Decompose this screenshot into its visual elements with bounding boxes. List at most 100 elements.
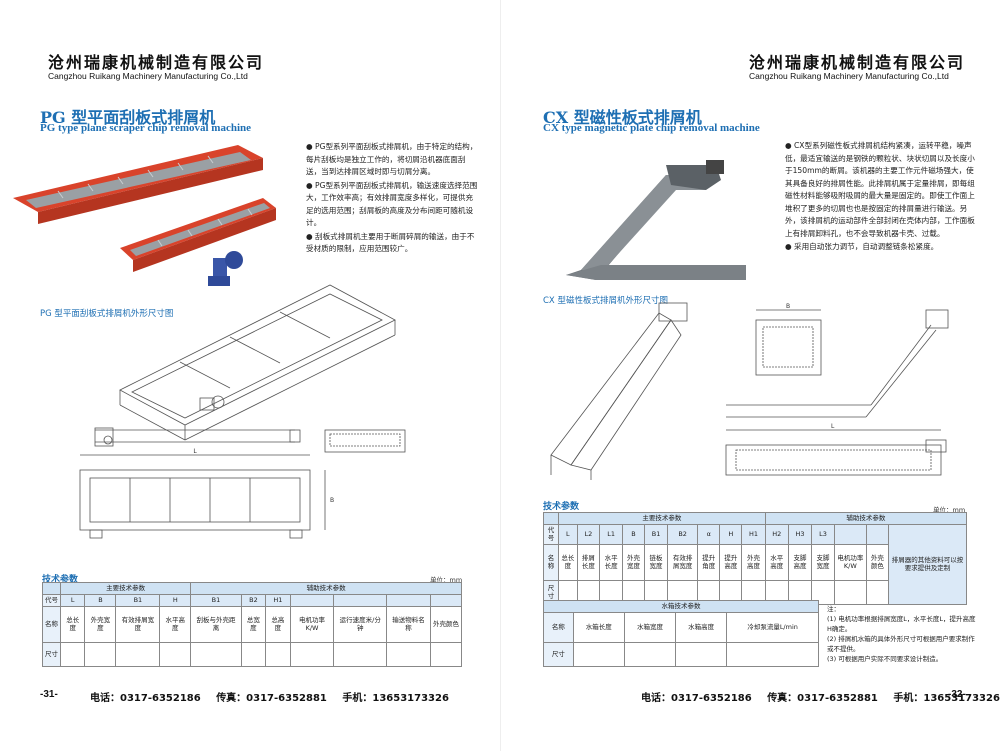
pg-machine-back — [13, 145, 263, 224]
svg-text:L: L — [193, 448, 197, 455]
table-cell: 外壳宽度 — [84, 605, 117, 643]
table-cell: B1 — [644, 523, 669, 545]
table-cell — [190, 641, 242, 668]
cx-front-view: B — [755, 303, 822, 376]
table-cell: 提升高度 — [719, 543, 743, 581]
pg-plan-view: L B — [79, 448, 334, 539]
page-number: -32- — [948, 689, 966, 700]
table-cell — [59, 641, 86, 668]
note-item: (3) 可根据用户实际不同要求设计制造。 — [827, 655, 943, 663]
table-cell — [865, 579, 890, 605]
table-cell: H1 — [741, 523, 766, 545]
phone-number: 电话：0317-6352186 — [90, 693, 201, 704]
table-cell — [159, 641, 192, 668]
table-cell — [386, 594, 431, 607]
table-cell — [333, 641, 388, 668]
pg-machine-photo — [13, 145, 276, 286]
table-cell — [115, 641, 161, 668]
table-cell: L — [558, 523, 578, 545]
pg-group-aux: 辅助技术参数 — [190, 581, 462, 596]
table-cell: 支脚高度 — [787, 543, 813, 581]
table-cell: H1 — [265, 594, 291, 607]
table-cell: 电机功率K/W — [833, 543, 867, 581]
table-cell: B2 — [667, 523, 699, 545]
table-cell: B — [621, 523, 646, 545]
table-cell — [386, 641, 431, 668]
company-name-cn: 沧州瑞康机械制造有限公司 — [749, 53, 966, 72]
notes-title: 注： — [827, 605, 840, 613]
tank-size-label: 尺寸 — [543, 642, 574, 667]
table-cell: 总长度 — [59, 605, 86, 643]
mobile-number: 手机：13653173326 — [342, 693, 449, 704]
company-name-en: Cangzhou Ruikang Machinery Manufacturing… — [48, 71, 248, 81]
table-cell: 外壳颜色 — [865, 543, 890, 581]
left-page: 沧州瑞康机械制造有限公司 Cangzhou Ruikang Machinery … — [13, 53, 478, 704]
table-cell: B2 — [240, 594, 267, 607]
pg-side-view — [94, 427, 406, 453]
table-cell: 外壳宽度 — [621, 543, 646, 581]
table-cell: 水箱宽度 — [623, 612, 677, 643]
cx-desc-item: ●采用自动张力调节，自动调整链条松紧度。 — [785, 242, 939, 251]
pg-name-label: 名称 — [42, 605, 61, 643]
table-cell: 刮板与外壳距离 — [190, 605, 242, 643]
table-cell — [429, 594, 463, 607]
table-cell: 总宽度 — [240, 605, 267, 643]
mobile-number: 手机：13653173326 — [893, 693, 1000, 704]
pg-technical-drawing: L B — [79, 284, 406, 539]
cx-technical-drawing: B L — [550, 302, 949, 480]
table-cell: 水平高度 — [159, 605, 192, 643]
table-cell — [865, 523, 890, 545]
tank-name-label: 名称 — [543, 612, 574, 643]
cx-description: ●CX型系列磁性板式排屑机结构紧凑，运转平稳，噪声低，最适宜输送的是钢铁的颗粒状… — [785, 140, 981, 255]
table-cell — [333, 594, 388, 607]
product-title-cn: CX 型磁性板式排屑机 — [543, 108, 702, 127]
right-page: 沧州瑞康机械制造有限公司 Cangzhou Ruikang Machinery … — [500, 0, 1000, 751]
cx-isometric-view — [550, 302, 688, 480]
table-cell — [240, 641, 267, 668]
pg-spec-table: 主要技术参数 辅助技术参数 代号 L B B1 H B1 B2 H1 名称 总长… — [42, 581, 463, 668]
contact-info: 电话：0317-6352186 传真：0317-6352881 手机：13653… — [641, 689, 1000, 704]
cx-notes: 注： (1) 电机功率根据排屑宽度L，水平长度L，提升高度H确定。 (2) 排屑… — [827, 604, 977, 664]
table-cell — [542, 512, 560, 525]
table-cell: 运行速度米/分钟 — [333, 605, 388, 643]
product-title-cn: PG 型平面刮板式排屑机 — [40, 108, 216, 127]
table-cell: 水平长度 — [599, 543, 623, 581]
fax-number: 传真：0317-6352881 — [767, 693, 878, 704]
cx-tank-title: 水箱技术参数 — [543, 600, 819, 613]
table-cell — [289, 594, 335, 607]
table-cell: H — [719, 523, 743, 545]
table-cell: 冷却泵流量L/min — [726, 612, 819, 643]
pg-spec-title: 技术参数 — [42, 575, 79, 585]
table-cell — [265, 641, 291, 668]
table-cell: B — [84, 594, 117, 607]
table-cell — [429, 641, 463, 668]
table-cell: B1 — [115, 594, 161, 607]
table-cell: H3 — [787, 523, 813, 545]
phone-number: 电话：0317-6352186 — [641, 693, 752, 704]
table-cell: 排屑长度 — [576, 543, 601, 581]
table-cell — [42, 581, 61, 596]
table-cell — [623, 642, 677, 667]
table-cell: L3 — [811, 523, 835, 545]
table-cell — [726, 642, 819, 667]
table-cell: 总长度 — [558, 543, 578, 581]
page-number: -31- — [40, 689, 58, 700]
cx-code-label: 代号 — [542, 523, 560, 545]
table-cell — [572, 642, 625, 667]
table-cell: 有效排屑宽度 — [667, 543, 699, 581]
table-cell: H2 — [764, 523, 789, 545]
cx-size-label: 尺寸 — [542, 579, 560, 605]
cx-desc-item: ●CX型系列磁性板式排屑机结构紧凑，运转平稳，噪声低，最适宜输送的是钢铁的颗粒状… — [785, 141, 975, 238]
fax-number: 传真：0317-6352881 — [216, 693, 327, 704]
contact-info: 电话：0317-6352186 传真：0317-6352881 手机：13653… — [90, 689, 461, 704]
pg-machine-front — [120, 198, 276, 286]
cx-name-label: 名称 — [542, 543, 560, 581]
table-cell: 提升角度 — [697, 543, 721, 581]
table-cell: H — [159, 594, 192, 607]
note-item: (1) 电机功率根据排屑宽度L，水平长度L，提升高度H确定。 — [827, 615, 976, 633]
table-cell: 外壳颜色 — [429, 605, 463, 643]
table-cell: 总高度 — [265, 605, 291, 643]
table-cell: L1 — [599, 523, 623, 545]
cx-spec-table: 主要技术参数 辅助技术参数 代号 L L2 L1 B B1 B2 α H H1 … — [542, 512, 968, 605]
cx-group-main: 主要技术参数 — [558, 512, 766, 525]
